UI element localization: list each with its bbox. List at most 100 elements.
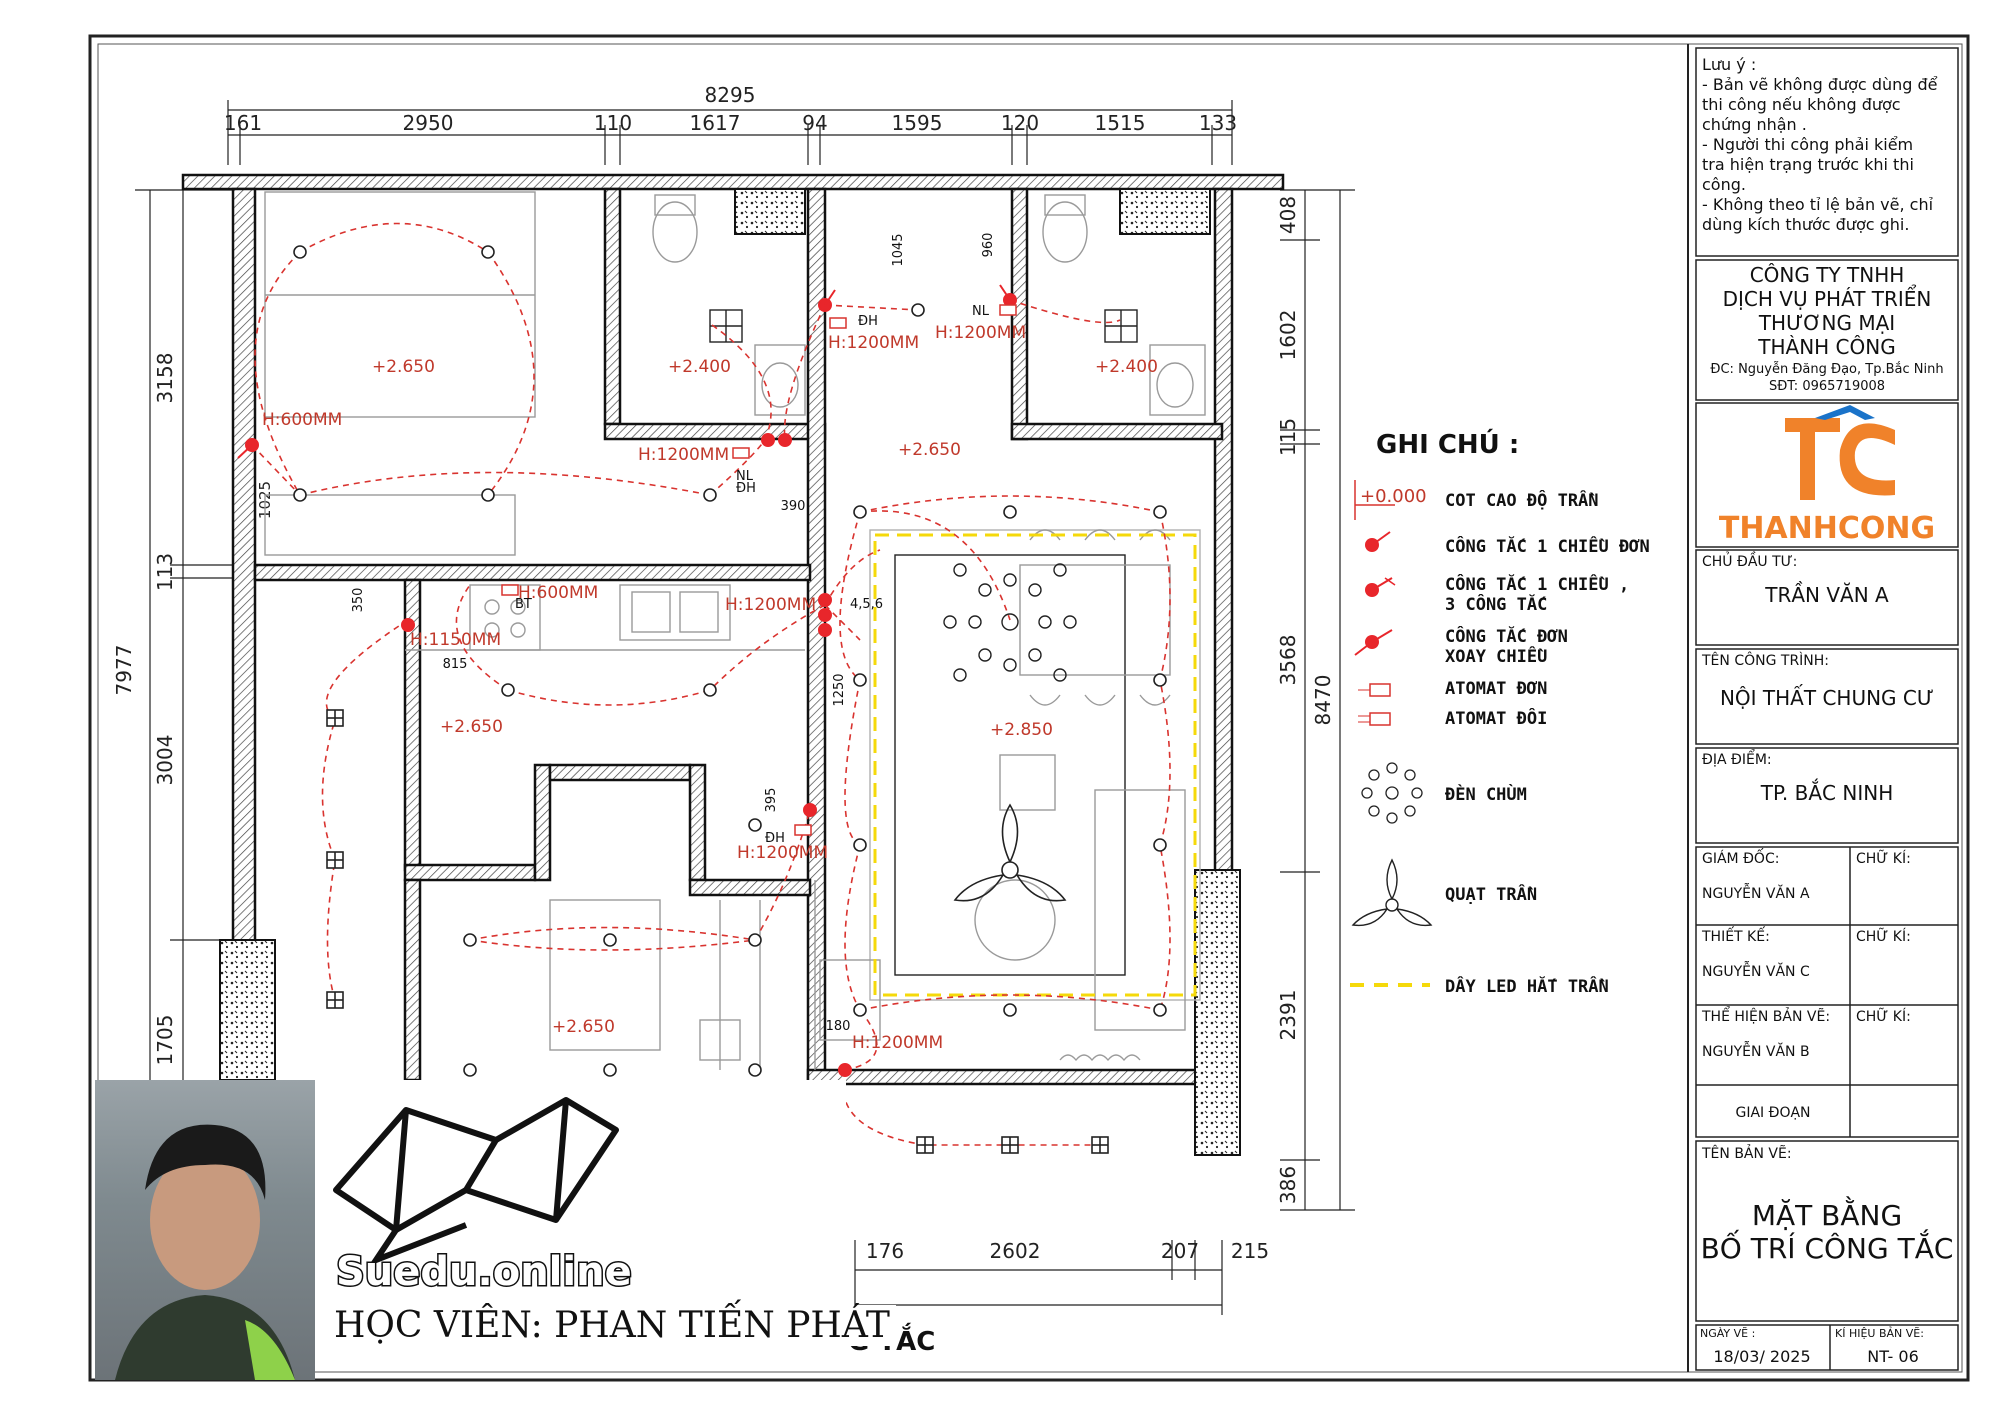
- dim-top-6: 120: [1001, 111, 1039, 135]
- dim-bottom-1: 2602: [990, 1239, 1041, 1263]
- tag-0: ĐH: [858, 314, 878, 329]
- height-2: H:1200MM: [935, 323, 1026, 343]
- location-label: ĐỊA ĐIỂM:: [1702, 749, 1772, 768]
- drawing-title-line1: MẶT BẰNG: [1752, 1195, 1902, 1232]
- watermark-brand-block: Suedu.online: [316, 1080, 846, 1300]
- left-dimensions: [135, 189, 235, 1080]
- company-phone: SĐT: 0965719008: [1769, 379, 1885, 394]
- designer-label: THIẾT KẾ:: [1701, 926, 1770, 945]
- ceiling-fan-icon: [953, 803, 1067, 902]
- tag-3: ĐH: [736, 481, 756, 496]
- dim-top-7: 1515: [1095, 111, 1146, 135]
- legend-item-6: ATOMAT ĐƠN: [1445, 679, 1547, 699]
- dim-bottom-3: 215: [1231, 1239, 1269, 1263]
- director-label: GIÁM ĐỐC:: [1702, 848, 1779, 867]
- switch-three-gang-icon: [1365, 577, 1396, 597]
- company-address: ĐC: Nguyễn Đăng Đạo, Tp.Bắc Ninh: [1710, 362, 1943, 377]
- note-line-3: - Người thi công phải kiểm: [1702, 135, 1913, 154]
- dim-right-5: 386: [1276, 1166, 1300, 1204]
- level-0: +2.650: [372, 357, 435, 377]
- note-line-6: - Không theo tỉ lệ bản vẽ, chỉ: [1702, 195, 1934, 214]
- dim-top-4: 94: [802, 111, 827, 135]
- legend-title: GHI CHÚ :: [1376, 428, 1519, 460]
- dim-right-3: 3568: [1276, 635, 1300, 686]
- height-1: H:1200MM: [828, 333, 919, 353]
- designer-value: NGUYỄN VĂN C: [1702, 961, 1810, 980]
- walls: [181, 173, 1285, 1086]
- height-4: H:600MM: [518, 583, 598, 603]
- misc-dim-6: 395: [764, 788, 779, 813]
- location-value: TP. BẮC NINH: [1760, 779, 1893, 805]
- company-box: CÔNG TY TNHH DỊCH VỤ PHÁT TRIỂN THƯƠNG M…: [1710, 263, 1943, 394]
- dim-top-2: 110: [594, 111, 632, 135]
- dim-right-1: 1602: [1276, 310, 1300, 361]
- company-line-0: CÔNG TY TNHH: [1750, 263, 1905, 287]
- tag-annotations: ĐH NL NL ĐH BT ĐH 4,5,6: [515, 304, 990, 846]
- switch-two-way-icon: [1354, 629, 1393, 656]
- height-7: H:1200MM: [737, 843, 828, 863]
- height-5: H:1200MM: [725, 595, 816, 615]
- designer-sign-label: CHỮ KÍ:: [1856, 928, 1911, 945]
- height-3: H:1200MM: [638, 445, 729, 465]
- drafter-label: THỂ HIỆN BẢN VẼ:: [1701, 1006, 1830, 1025]
- exhaust-fans: [326, 709, 1109, 1154]
- date-label: NGÀY VẼ :: [1700, 1327, 1755, 1340]
- misc-dim-4: 1250: [832, 673, 847, 706]
- stage-label: GIAI ĐOẠN: [1735, 1105, 1810, 1121]
- code-value: NT- 06: [1867, 1347, 1919, 1366]
- sheet-frame: [88, 34, 1970, 1382]
- level-1: +2.400: [668, 357, 731, 377]
- height-0: H:600MM: [262, 410, 342, 430]
- project-value: NỘI THẤT CHUNG CƯ: [1720, 685, 1934, 710]
- dim-right-2: 115: [1276, 418, 1300, 456]
- dim-right-0: 408: [1276, 196, 1300, 234]
- note-line-1: thi công nếu không được: [1702, 95, 1901, 114]
- legend-item-1: CÔNG TẮC 1 CHIỀU ĐƠN: [1445, 535, 1650, 557]
- legend-item-2: CÔNG TẮC 1 CHIỀU ,: [1445, 573, 1629, 595]
- misc-dimensions: 1045 960 350 815 1250 390 395 180: [351, 233, 996, 1034]
- misc-dim-7: 180: [826, 1019, 851, 1034]
- note-line-4: tra hiện trạng trước khi thi: [1702, 155, 1914, 174]
- drafter-sign-label: CHỮ KÍ:: [1856, 1008, 1911, 1025]
- tag-1: NL: [972, 304, 990, 319]
- notes-box: Lưu ý : - Bản vẽ không được dùng để thi …: [1702, 55, 1938, 234]
- misc-dim-5: 390: [781, 499, 806, 514]
- dim-left-0: 3158: [153, 353, 177, 404]
- level-4: +2.650: [440, 717, 503, 737]
- dim-top-1: 2950: [403, 111, 454, 135]
- dim-top-5: 1595: [892, 111, 943, 135]
- note-line-7: dùng kích thước được ghi.: [1702, 215, 1909, 234]
- chandelier-legend-icon: [1361, 762, 1423, 824]
- downlights: [293, 245, 1167, 1077]
- legend-item-0: COT CAO ĐỘ TRẦN: [1445, 489, 1599, 511]
- dim-left-total: 7977: [112, 645, 136, 696]
- drafter-value: NGUYỄN VĂN B: [1702, 1041, 1810, 1060]
- notes-title: Lưu ý :: [1702, 55, 1756, 74]
- tag-2: NL: [736, 469, 754, 484]
- chandelier-icon: [943, 563, 1077, 682]
- dim-top-total: 8295: [705, 83, 756, 107]
- ceiling-fan-legend-icon: [1351, 858, 1433, 927]
- tag-6: 4,5,6: [850, 597, 883, 612]
- company-line-3: THÀNH CÔNG: [1757, 335, 1895, 359]
- watermark-logo-icon: Suedu.online: [333, 1097, 633, 1297]
- note-line-5: công.: [1702, 175, 1746, 194]
- logo-text: THANHCONG: [1719, 511, 1935, 546]
- legend-item-3: 3 CÔNG TẮC: [1445, 593, 1547, 615]
- title-block: [1695, 47, 1959, 1371]
- breaker-single-icon: [1358, 683, 1391, 697]
- height-6: H:1150MM: [410, 630, 501, 650]
- project-label: TÊN CÔNG TRÌNH:: [1701, 651, 1829, 669]
- height-annotations: H:600MM H:1200MM H:1200MM H:1200MM H:600…: [262, 323, 1026, 1053]
- column-1: [734, 188, 806, 235]
- column-4: [1194, 869, 1241, 1156]
- legend-item-10: DÂY LED HẮT TRẦN: [1445, 975, 1609, 997]
- column-2: [1119, 188, 1211, 235]
- owner-label: CHỦ ĐẦU TƯ:: [1702, 551, 1797, 570]
- code-label: KÍ HIỆU BẢN VẼ:: [1835, 1326, 1924, 1340]
- tag-5: ĐH: [765, 831, 785, 846]
- level-5: +2.850: [990, 720, 1053, 740]
- dim-bottom-2: 207: [1161, 1239, 1199, 1263]
- date-value: 18/03/ 2025: [1713, 1347, 1810, 1366]
